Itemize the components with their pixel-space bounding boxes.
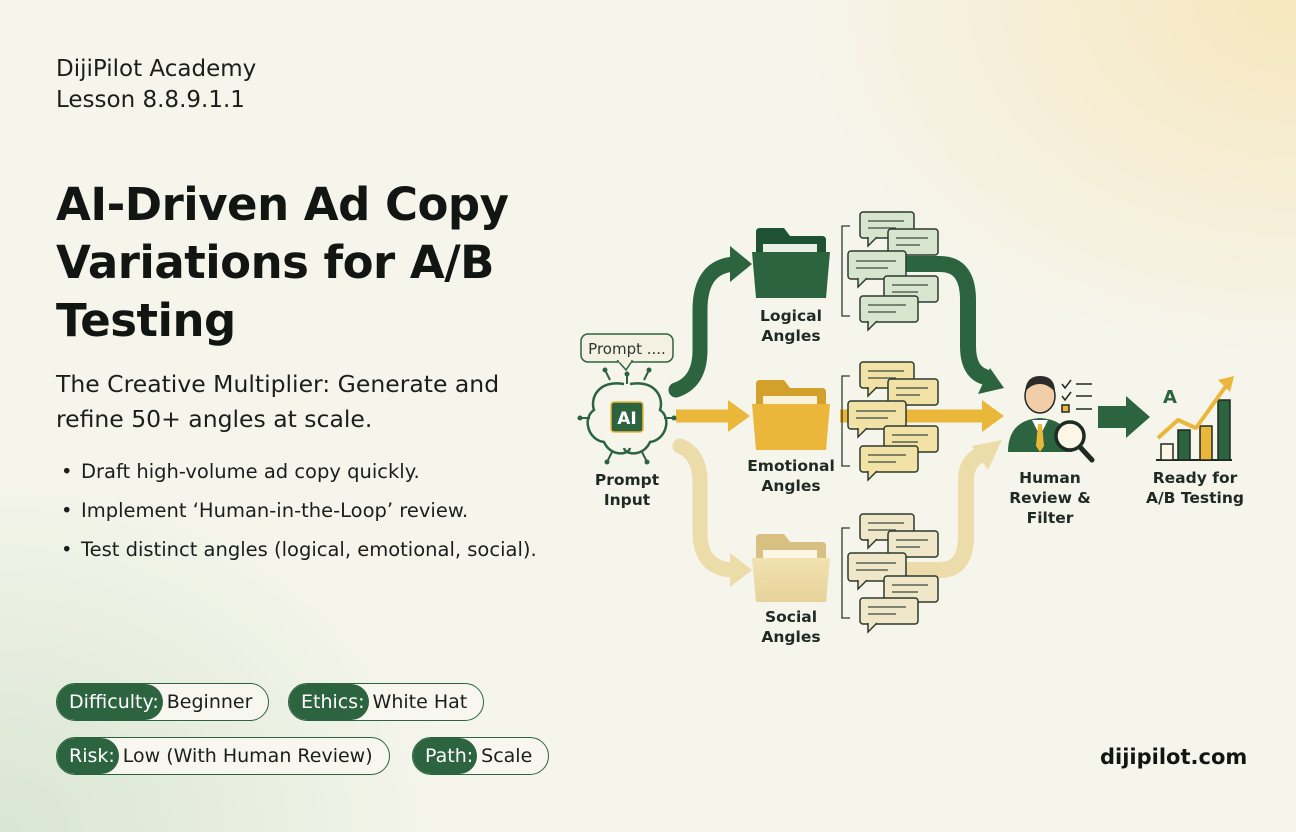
- logical-label-line: Angles: [761, 327, 820, 345]
- ready-label-line: Ready for: [1153, 469, 1238, 487]
- folder-icon: [752, 534, 830, 602]
- arrow-to-social: [672, 438, 743, 578]
- message-stack-social: [847, 513, 939, 634]
- page-subtitle: The Creative Multiplier: Generate and re…: [56, 370, 500, 433]
- tag-key: Difficulty:: [57, 684, 163, 720]
- tag-key: Path:: [413, 738, 478, 774]
- checklist-icon: [1061, 379, 1092, 413]
- arrow-head: [978, 368, 1004, 394]
- arrow-to-logical: [668, 256, 743, 398]
- arrow-head: [1126, 396, 1150, 438]
- message-bubble-icon: [847, 250, 907, 289]
- message-text-lines: [856, 220, 928, 615]
- list-item: Implement ‘Human-in-the-Loop’ review.: [58, 497, 538, 524]
- difficulty-tag: Difficulty: Beginner: [56, 683, 270, 721]
- risk-tag: Risk: Low (With Human Review): [56, 737, 390, 775]
- review-label-line: Filter: [1027, 509, 1074, 527]
- arrow-social-to-review: [854, 447, 988, 578]
- key-points-list: Draft high-volume ad copy quickly. Imple…: [58, 458, 538, 575]
- input-label-line: Input: [604, 491, 651, 509]
- tag-value: Scale: [481, 745, 533, 767]
- arrow-head: [728, 400, 750, 432]
- review-label-line: Human: [1019, 469, 1081, 487]
- magnifier-icon: [1054, 420, 1095, 463]
- list-item: Draft high-volume ad copy quickly.: [58, 458, 538, 485]
- arrow-head: [730, 553, 752, 587]
- emotional-label-line: Angles: [761, 477, 820, 495]
- prompt-bubble-text: Prompt ....: [588, 340, 666, 358]
- arrow-review-to-ready: [1098, 406, 1128, 428]
- page-title: AI-Driven Ad Copy Variations for A/B Tes…: [56, 178, 509, 347]
- message-bubble-icon: [859, 445, 919, 482]
- message-stack-emotional: [847, 361, 939, 482]
- emotional-label-line: Emotional: [747, 457, 835, 475]
- message-bubble-icon: [847, 400, 907, 439]
- tag-value: White Hat: [372, 691, 468, 713]
- message-stack-logical: [847, 211, 939, 332]
- folder-icon: [752, 380, 830, 450]
- social-label-line: Angles: [761, 628, 820, 646]
- tag-value: Low (With Human Review): [122, 745, 373, 767]
- prompt-bubble: Prompt ....: [580, 333, 674, 372]
- tag-value: Beginner: [166, 691, 253, 713]
- arrow-logical-to-review: [852, 256, 993, 385]
- input-label-line: Prompt: [595, 471, 660, 489]
- brain-icon: AI: [577, 367, 677, 465]
- tag-key: Risk:: [57, 738, 119, 774]
- academy-header: DijiPilot Academy Lesson 8.8.9.1.1: [56, 54, 256, 116]
- arrow-head: [982, 400, 1004, 432]
- lesson-number: Lesson 8.8.9.1.1: [56, 87, 245, 113]
- message-bubble-icon: [847, 552, 907, 591]
- arrow-head: [972, 440, 1002, 470]
- logical-label-line: Logical: [760, 307, 822, 325]
- social-label-line: Social: [765, 608, 817, 626]
- site-url: dijipilot.com: [1100, 745, 1248, 769]
- ethics-tag: Ethics: White Hat: [288, 683, 485, 721]
- growth-chart-icon: A: [1156, 376, 1234, 461]
- ready-label-line: A/B Testing: [1146, 489, 1244, 507]
- academy-name: DijiPilot Academy: [56, 56, 257, 82]
- folder-icon: [752, 228, 830, 298]
- ai-chip-label: AI: [617, 409, 636, 429]
- message-connectors: [841, 225, 850, 619]
- review-label-line: Review &: [1009, 489, 1091, 507]
- message-bubble-icon: [859, 295, 919, 332]
- list-item: Test distinct angles (logical, emotional…: [58, 536, 538, 563]
- path-tag: Path: Scale: [412, 737, 550, 775]
- message-bubble-icon: [859, 597, 919, 634]
- chart-letter: A: [1163, 387, 1177, 408]
- arrow-head: [730, 246, 752, 282]
- tag-key: Ethics:: [289, 684, 369, 720]
- reviewer-icon: [1008, 376, 1072, 452]
